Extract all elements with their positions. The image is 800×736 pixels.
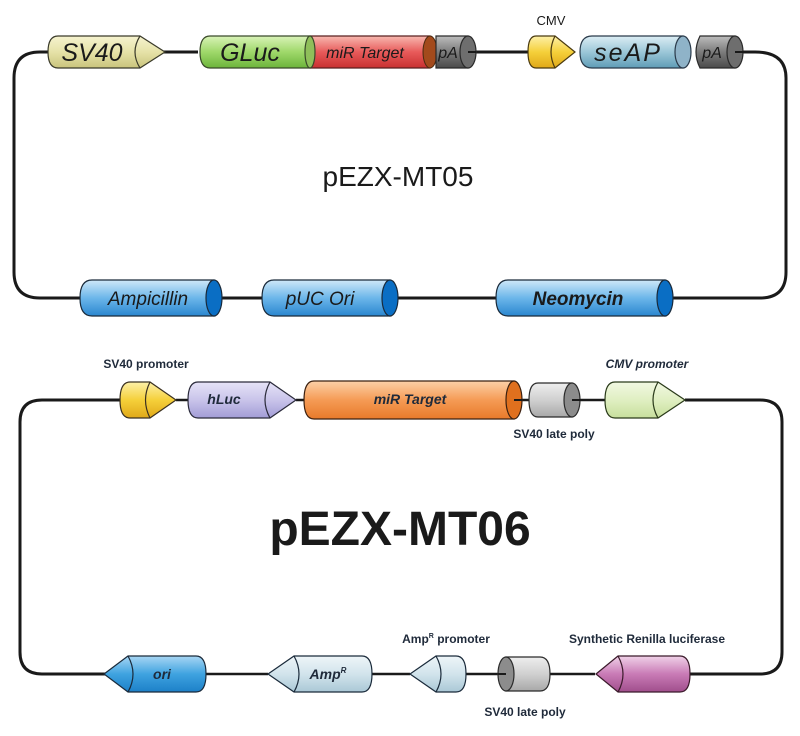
gluc-gene[interactable]: GLuc: [199, 35, 311, 69]
puc-ori[interactable]: pUC Ori: [261, 279, 399, 317]
ampr-label: AmpR: [309, 666, 347, 682]
map1-title: pEZX-MT05: [323, 161, 474, 192]
neomycin-gene[interactable]: Neomycin: [495, 279, 674, 317]
sv40-promoter-label: SV40 promoter: [103, 357, 189, 371]
pa-1-label: pA: [437, 45, 458, 62]
renilla-label: Synthetic Renilla luciferase: [569, 632, 725, 646]
sv40-label: SV40: [61, 39, 122, 67]
puc-ori-label: pUC Ori: [285, 289, 355, 310]
neomycin-label: Neomycin: [533, 289, 624, 310]
hluc-label: hLuc: [207, 391, 241, 407]
ampr-promoter-label-sup: R: [429, 633, 434, 640]
mir-target-2-label: miR Target: [374, 391, 448, 407]
sv40-poly-bottom-label: SV40 late poly: [484, 705, 566, 719]
map1-backbone: [12, 50, 788, 300]
cmv-promoter[interactable]: CMV: [527, 13, 576, 69]
sv40-promoter-2[interactable]: SV40 promoter: [103, 357, 189, 419]
sv40-late-poly-bottom[interactable]: SV40 late poly: [484, 656, 566, 719]
ori-label: ori: [153, 666, 172, 682]
ampicillin-label: Ampicillin: [107, 289, 188, 310]
ori-element[interactable]: ori: [103, 655, 207, 693]
gluc-label: GLuc: [220, 39, 280, 67]
pa-1[interactable]: pA: [435, 35, 477, 69]
mir-target-label: miR Target: [326, 45, 404, 62]
cmv-promoter-2[interactable]: CMV promoter: [604, 357, 690, 419]
mir-target[interactable]: miR Target: [304, 35, 438, 69]
sv40-poly-top-label: SV40 late poly: [513, 427, 595, 441]
sv40-late-poly-top[interactable]: SV40 late poly: [513, 382, 595, 441]
sv40-promoter[interactable]: SV40: [47, 35, 167, 69]
ampicillin-gene[interactable]: Ampicillin: [79, 279, 223, 317]
seap-gene[interactable]: seAP: [579, 35, 692, 69]
hluc-gene[interactable]: hLuc: [187, 381, 298, 419]
ampr-label-sup: R: [341, 666, 347, 675]
map2-backbone: [18, 398, 784, 676]
seap-label: seAP: [594, 39, 662, 67]
ampr-promoter[interactable]: AmpR promoter: [402, 632, 490, 693]
mir-target-2[interactable]: miR Target: [303, 380, 523, 420]
ampr-promoter-label-rest: promoter: [434, 632, 490, 646]
pa-2[interactable]: pA: [695, 35, 745, 69]
ampr-promoter-label: AmpR promoter: [402, 632, 490, 646]
map2-title: pEZX-MT06: [269, 503, 530, 556]
pa-2-label: pA: [701, 45, 722, 62]
ampr-gene[interactable]: AmpR: [266, 655, 373, 693]
ampr-promoter-label-main: Amp: [402, 632, 429, 646]
ampr-label-main: Amp: [309, 666, 342, 682]
renilla-luciferase-gene[interactable]: Synthetic Renilla luciferase: [569, 632, 725, 693]
cmv-promoter-label: CMV promoter: [606, 357, 690, 371]
cmv-label: CMV: [537, 13, 566, 28]
